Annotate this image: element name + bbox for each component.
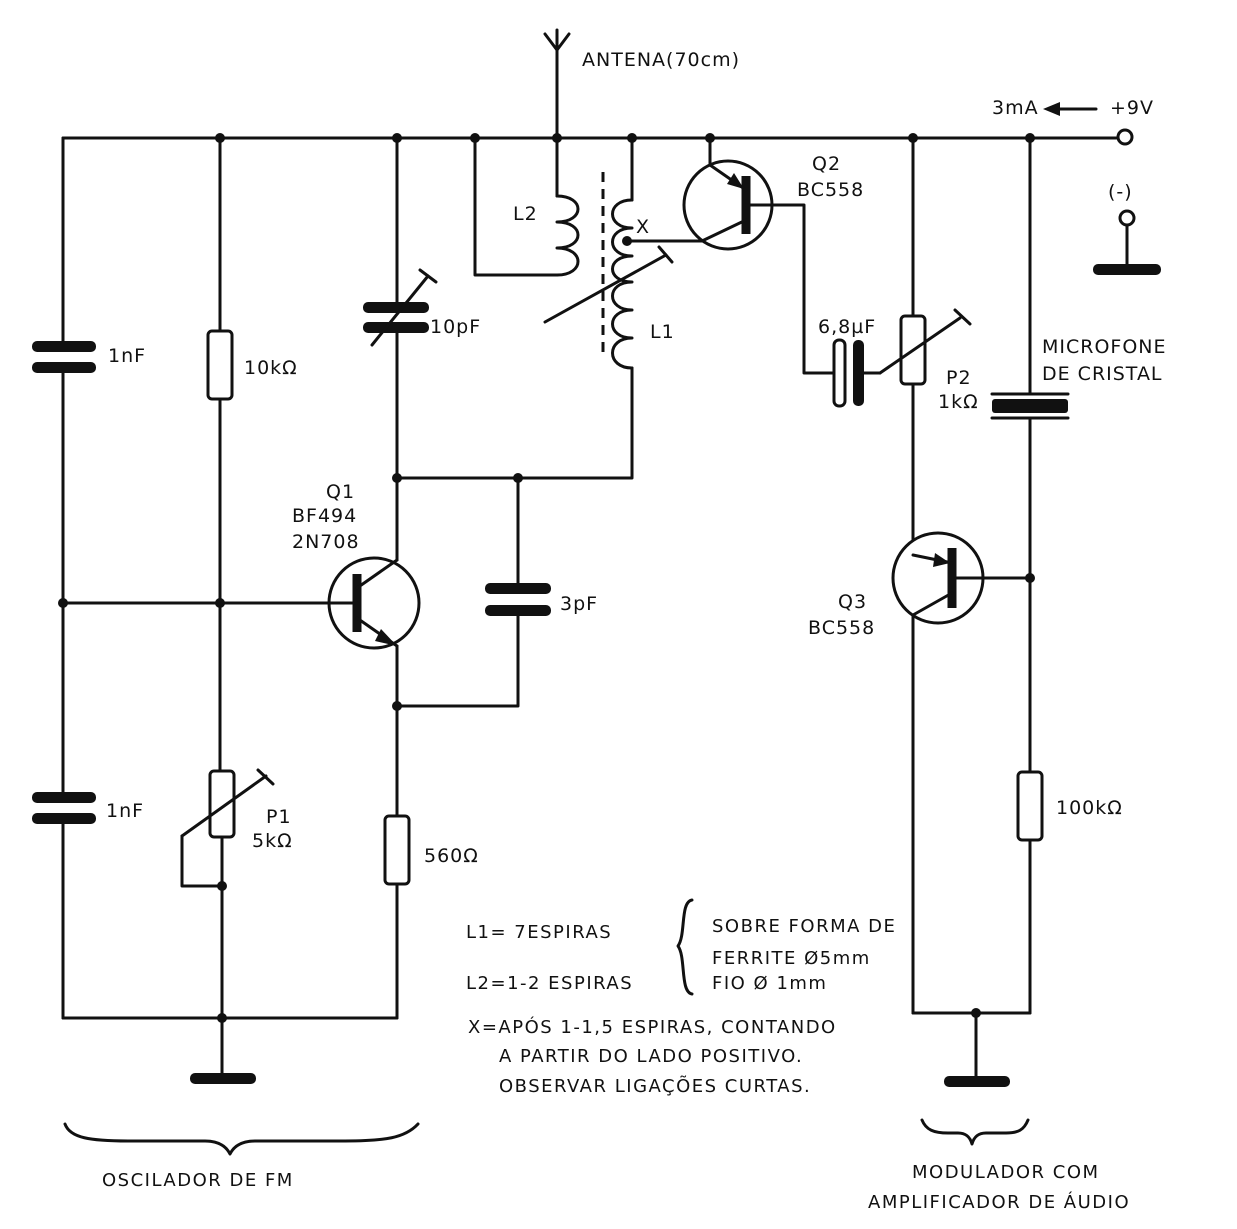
- p2-value-label: 1kΩ: [938, 391, 979, 413]
- ground-symbol-icon: [944, 1076, 1010, 1087]
- transistor-q1: Q1 BF494 2N708: [292, 481, 421, 650]
- coil-l2: L2: [473, 136, 580, 277]
- potentiometer-p2: P2 1kΩ: [878, 136, 979, 557]
- resistor-100k: 100kΩ: [1016, 770, 1123, 1015]
- l2-label: L2: [513, 203, 538, 225]
- q2-type-label: BC558: [797, 179, 864, 201]
- c-feedback-value-label: 3pF: [560, 593, 598, 615]
- negative-terminal: (-): [1093, 181, 1161, 275]
- resistor-10k: 10kΩ: [206, 136, 298, 773]
- ground-symbol-icon: [1093, 264, 1161, 275]
- brace-icon: [63, 1122, 420, 1156]
- q1-collector-wiring: [392, 366, 634, 562]
- brace-icon: [920, 1118, 1030, 1146]
- p2-name-label: P2: [946, 367, 972, 389]
- q3-name-label: Q3: [838, 591, 867, 613]
- brace-icon: [676, 898, 694, 996]
- r-base-value-label: 100kΩ: [1056, 797, 1123, 819]
- c1-value-label: 1nF: [108, 345, 146, 367]
- note-spec3: FIO Ø 1mm: [712, 973, 827, 994]
- q1-type1-label: BF494: [292, 505, 357, 527]
- negative-label: (-): [1108, 181, 1133, 203]
- potentiometer-p1: P1 5kΩ: [180, 768, 293, 1020]
- r-bias-value-label: 10kΩ: [244, 357, 298, 379]
- coupling-capacitor: 6,8µF: [790, 203, 882, 408]
- oscillator-label: OSCILADOR DE FM: [102, 1170, 294, 1191]
- modulator-label-line1: MODULADOR COM: [912, 1162, 1100, 1183]
- coil-l1: L1 X: [543, 136, 675, 370]
- q2-name-label: Q2: [812, 153, 841, 175]
- positive-rail: 3mA +9V: [61, 97, 1154, 146]
- trimmer-capacitor-10pf: 10pF: [363, 136, 481, 562]
- crystal-microphone: MICROFONE DE CRISTAL: [990, 136, 1167, 774]
- note-x1: X=APÓS 1-1,5 ESPIRAS, CONTANDO: [468, 1016, 837, 1038]
- resistor-560: 560Ω: [383, 644, 479, 1020]
- antenna-label: ANTENA(70cm): [582, 49, 740, 71]
- transistor-q3: Q3 BC558: [808, 531, 1032, 1015]
- q1-name-label: Q1: [326, 481, 355, 503]
- c2-value-label: 1nF: [106, 800, 144, 822]
- p1-name-label: P1: [266, 806, 292, 828]
- capacitor-c1: 1nF: [32, 136, 146, 794]
- modulator-section: MODULADOR COM AMPLIFICADOR DE ÁUDIO: [868, 1118, 1130, 1213]
- r-emitter-value-label: 560Ω: [424, 845, 479, 867]
- ground-symbol-icon: [190, 1073, 256, 1084]
- q1-base-wire: [58, 598, 332, 608]
- mic-label-line1: MICROFONE: [1042, 336, 1167, 358]
- q3-type-label: BC558: [808, 617, 875, 639]
- supply-voltage-label: +9V: [1110, 97, 1154, 119]
- coil-notes: L1= 7ESPIRAS L2=1-2 ESPIRAS SOBRE FORMA …: [466, 898, 896, 1097]
- note-spec2: FERRITE Ø5mm: [712, 948, 871, 969]
- capacitor-c2: 1nF: [32, 792, 144, 1020]
- q1-type2-label: 2N708: [292, 531, 360, 553]
- ground-rail-right: [911, 1008, 1032, 1087]
- note-spec1: SOBRE FORMA DE: [712, 916, 896, 937]
- l1-label: L1: [650, 321, 675, 343]
- modulator-label-line2: AMPLIFICADOR DE ÁUDIO: [868, 1191, 1130, 1213]
- c-coupling-value-label: 6,8µF: [818, 316, 876, 338]
- transistor-q2: Q2 BC558: [625, 136, 864, 251]
- antenna: ANTENA(70cm): [543, 28, 740, 198]
- capacitor-3pf: 3pF: [395, 476, 598, 708]
- note-x3: OBSERVAR LIGAÇÕES CURTAS.: [499, 1075, 811, 1097]
- supply-current-label: 3mA: [992, 97, 1039, 119]
- current-arrow-icon: [1043, 102, 1098, 116]
- note-l2: L2=1-2 ESPIRAS: [466, 973, 633, 994]
- note-l1: L1= 7ESPIRAS: [466, 922, 612, 943]
- tap-x-label: X: [636, 216, 650, 238]
- p1-value-label: 5kΩ: [252, 830, 293, 852]
- ground-rail-left: [61, 1013, 399, 1084]
- mic-label-line2: DE CRISTAL: [1042, 363, 1163, 385]
- oscillator-section: OSCILADOR DE FM: [63, 1122, 420, 1191]
- c-trimmer-value-label: 10pF: [430, 316, 481, 338]
- note-x2: A PARTIR DO LADO POSITIVO.: [499, 1046, 803, 1067]
